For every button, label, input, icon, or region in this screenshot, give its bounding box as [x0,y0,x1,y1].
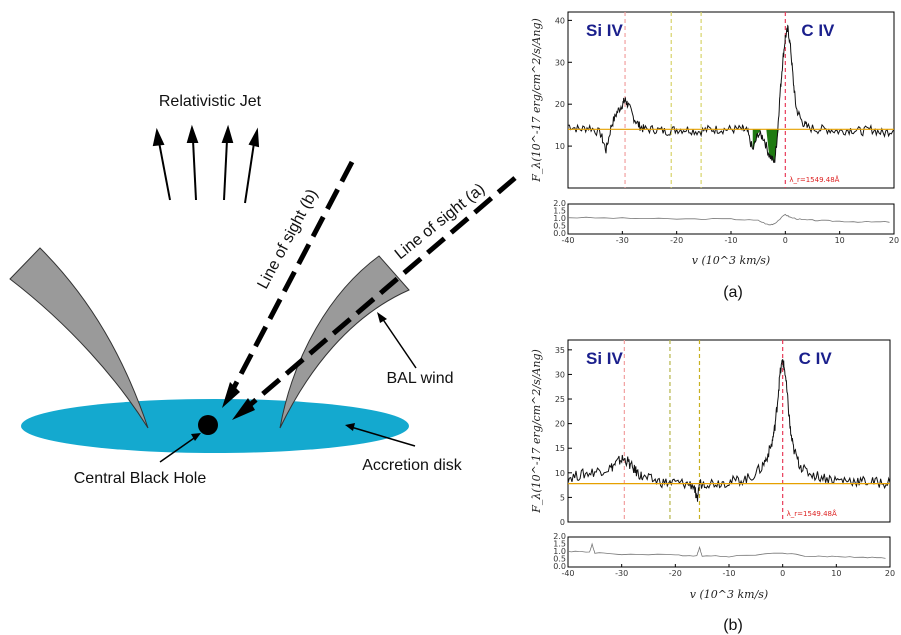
ratio-y-tick-label: 1.5 [553,540,566,549]
x-tick-label: 20 [885,569,895,578]
y-tick-label: 10 [555,469,565,478]
y-tick-label: 20 [555,420,565,429]
rest-wavelength-annotation: λ_r=1549.48Å [789,175,839,184]
spectrum-panel-b: 0 5 10 15 20 25 30 35 Si IV C IV λ_r=1549.48Å F_λ(1… [530,339,895,601]
ratio-y-tick-label: 1.5 [553,207,566,216]
panel-caption-a: (a) [723,284,743,301]
x-tick-label: -30 [615,569,628,578]
relativistic-jet-arrows [152,124,260,204]
ratio-y-tick-label: 0.5 [553,555,566,564]
y-tick-label: 10 [555,142,565,151]
ratio-y-tick-label: 1.0 [553,214,566,223]
x-tick-label: -10 [722,569,735,578]
y-tick-label: 30 [555,58,565,67]
x-tick-label: -20 [669,569,682,578]
jet-arrowhead [221,124,234,143]
ratio-line [567,542,886,559]
jet-arrowhead [186,124,199,143]
jet-arrow [192,139,197,201]
x-tick-label: -30 [616,236,629,245]
line-of-sight-a-label: Line of sight (a) [392,180,488,263]
panel-caption-b: (b) [723,617,743,634]
ratio-y-tick-label: 2.0 [553,532,566,541]
jet-arrowhead [152,127,165,147]
x-axis-label: v (10^3 km/s) [692,254,770,267]
y-tick-label: 35 [555,346,565,355]
y-tick-label: 0 [560,518,565,527]
bal-pointer [381,317,417,369]
disk-pointer [350,426,416,447]
x-tick-label: 0 [783,236,788,245]
y-tick-label: 40 [555,16,565,25]
ratio-line [567,213,890,226]
bal-wind-label: BAL wind [387,370,454,387]
x-axis-label: v (10^3 km/s) [690,588,768,601]
y-tick-label: 5 [560,493,565,502]
ratio-frame [567,536,891,568]
y-axis-label: F_λ(10^-17 erg/cm^2/s/Ang) [530,18,543,183]
ratio-y-tick-label: 2.0 [553,199,566,208]
line-of-sight-b-arrowhead [222,382,240,408]
y-tick-label: 20 [555,100,565,109]
ion-label-left: Si IV [586,21,624,40]
ratio-y-tick-label: 1.0 [553,547,566,556]
x-tick-label: -20 [670,236,683,245]
jet-label: Relativistic Jet [159,93,262,110]
bal-wind-right-cone [279,255,410,429]
ion-label-left: Si IV [586,349,624,368]
y-tick-label: 15 [555,444,565,453]
black-hole-label: Central Black Hole [74,470,207,487]
jet-arrow [244,142,255,204]
ratio-y-tick-label: 0.0 [553,229,566,238]
x-tick-label: -10 [724,236,737,245]
spectrum-line [567,24,895,163]
disk-label: Accretion disk [362,457,463,474]
line-of-sight-a [242,176,517,412]
jet-arrow [223,139,228,201]
jet-arrow [158,141,171,201]
rest-wavelength-annotation: λ_r=1549.48Å [787,509,837,518]
absorption-trough [752,129,761,151]
bh-pointer-arrowhead [191,433,201,441]
line-of-sight-a-arrowhead [232,398,255,420]
bal-wind-left-cone [9,247,149,429]
ratio-y-tick-label: 0.0 [553,562,566,571]
jet-arrowhead [248,127,260,148]
bal-pointer-arrowhead [377,312,387,323]
plot-frame [567,11,895,189]
ion-label-right: C IV [799,349,833,368]
agn-diagram: Relativistic Jet Line of sight (b) Line … [9,93,517,487]
ion-label-right: C IV [801,21,835,40]
spectrum-panel-a: 10 20 30 40 Si IV C IV λ_r=1549.48Å F_λ(10^-17 … [530,11,899,267]
ratio-y-tick-label: 0.5 [553,222,566,231]
x-tick-label: 0 [780,569,785,578]
line-of-sight-b-label: Line of sight (b) [255,187,322,292]
y-tick-label: 30 [555,370,565,379]
plot-frame [567,339,891,523]
spectrum-line [567,358,891,502]
x-tick-label: 20 [889,236,899,245]
y-tick-label: 25 [555,395,565,404]
disk-pointer-arrowhead [345,423,355,431]
line-of-sight-b [227,160,355,397]
x-tick-label: -40 [561,236,574,245]
central-black-hole [198,415,218,435]
x-tick-label: 10 [831,569,841,578]
bh-pointer [159,435,198,463]
x-tick-label: 10 [835,236,845,245]
x-tick-label: -40 [561,569,574,578]
y-axis-label: F_λ(10^-17 erg/cm^2/s/Ang) [530,349,543,514]
